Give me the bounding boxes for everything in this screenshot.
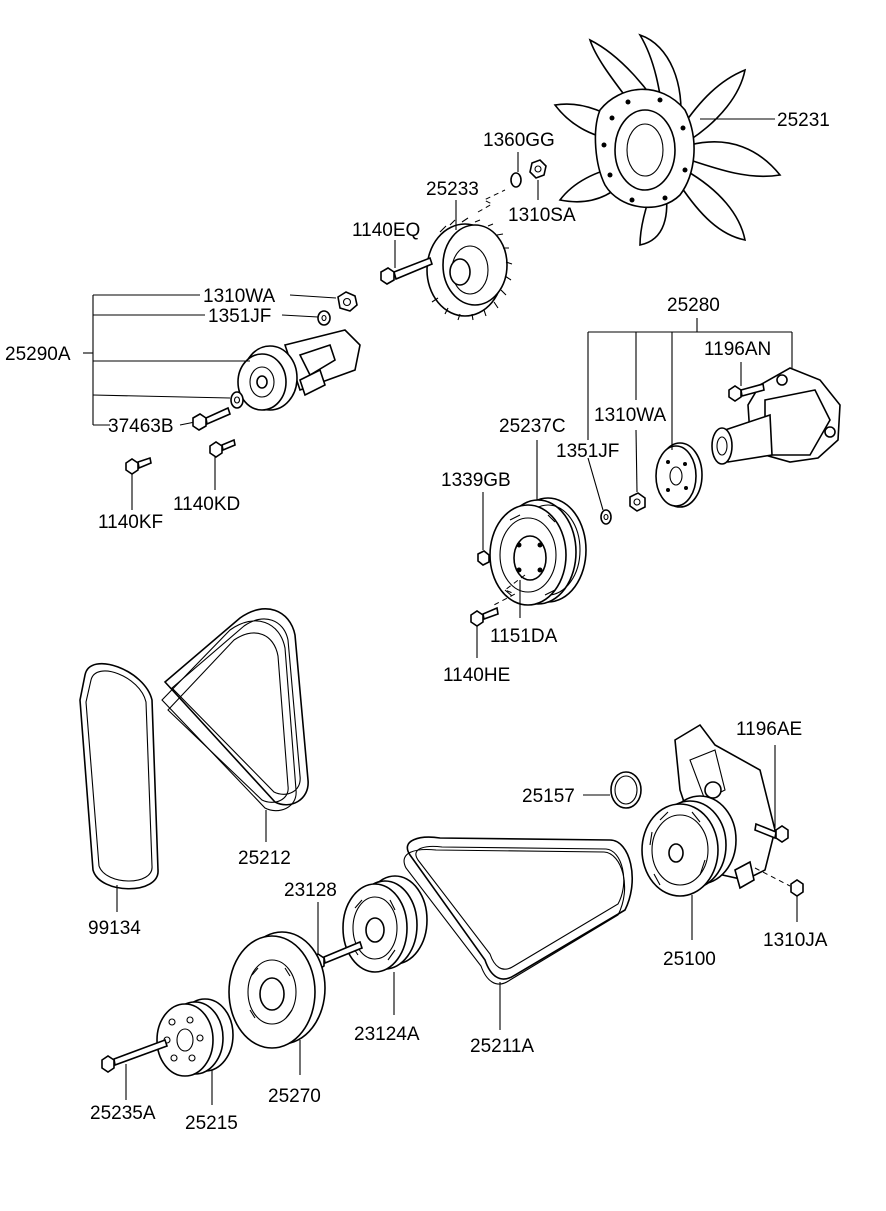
washer-1351jf-mid <box>600 509 612 525</box>
belt-25211a <box>403 836 633 985</box>
bolt-1196ae <box>754 822 789 843</box>
fan-blade-assembly <box>553 33 782 246</box>
nut-1339gb <box>477 550 490 566</box>
nut-1310wa-mid <box>629 492 646 512</box>
label-1310ja: 1310JA <box>763 930 828 951</box>
washer-1360gg <box>510 172 522 188</box>
bolt-1140kf <box>125 456 152 475</box>
washer-1351jf-top <box>317 310 331 326</box>
idler-pulley-23124a <box>342 875 428 973</box>
label-1140he: 1140HE <box>443 665 510 686</box>
water-pump <box>641 723 776 897</box>
label-1339gb: 1339GB <box>441 470 511 491</box>
label-25212: 25212 <box>238 848 291 869</box>
crankshaft-pulley <box>489 497 587 606</box>
label-1151da: 1151DA <box>490 626 558 647</box>
label-1351jf-mid: 1351JF <box>556 441 619 462</box>
label-25231: 25231 <box>777 110 830 131</box>
label-25237c: 25237C <box>499 416 566 437</box>
label-23128: 23128 <box>284 880 337 901</box>
damper-pulley-25270 <box>228 931 326 1049</box>
label-25290a: 25290A <box>5 344 71 365</box>
label-1310sa: 1310SA <box>508 205 576 226</box>
label-1140kf: 1140KF <box>98 512 163 533</box>
label-25157: 25157 <box>522 786 575 807</box>
bolt-25235a <box>101 1038 169 1073</box>
nut-1310wa-top <box>337 291 358 312</box>
label-1140eq: 1140EQ <box>352 220 420 241</box>
fan-bracket-housing <box>711 367 841 465</box>
label-1310wa-mid: 1310WA <box>594 405 666 426</box>
label-1196an: 1196AN <box>704 339 771 360</box>
label-25270: 25270 <box>268 1086 321 1107</box>
belt-99134 <box>79 663 159 890</box>
label-25233: 25233 <box>426 179 479 200</box>
label-1196ae: 1196AE <box>736 719 802 740</box>
bolt-1140kd <box>209 438 236 458</box>
washer-37463b-spacer <box>230 391 244 409</box>
label-23124a: 23124A <box>354 1024 420 1045</box>
label-1360gg: 1360GG <box>483 130 555 151</box>
label-1310wa-top: 1310WA <box>203 286 275 307</box>
label-25235a: 25235A <box>90 1103 156 1124</box>
label-25100: 25100 <box>663 949 716 970</box>
belt-25212 <box>161 608 309 812</box>
bolt-1140he <box>470 606 499 627</box>
gasket-25157 <box>610 771 642 809</box>
nut-1310sa <box>529 159 547 179</box>
label-1351jf-top: 1351JF <box>208 306 271 327</box>
label-99134: 99134 <box>88 918 141 939</box>
label-37463b: 37463B <box>108 416 174 437</box>
bolt-37463b <box>192 406 231 431</box>
fan-clutch <box>426 217 513 321</box>
bolt-1196an <box>728 382 765 402</box>
callout-bracket-25290a <box>83 294 337 426</box>
label-25280: 25280 <box>667 295 720 316</box>
hub-flange <box>655 442 703 508</box>
bolt-1140eq <box>380 256 433 285</box>
callout-bracket-25280 <box>587 318 793 511</box>
label-25215: 25215 <box>185 1113 238 1134</box>
tensioner-assembly <box>237 329 361 411</box>
pulley-25215 <box>156 998 234 1077</box>
label-25211a: 25211A <box>470 1036 534 1057</box>
label-1140kd: 1140KD <box>173 494 240 515</box>
bolt-1310ja <box>790 879 804 897</box>
